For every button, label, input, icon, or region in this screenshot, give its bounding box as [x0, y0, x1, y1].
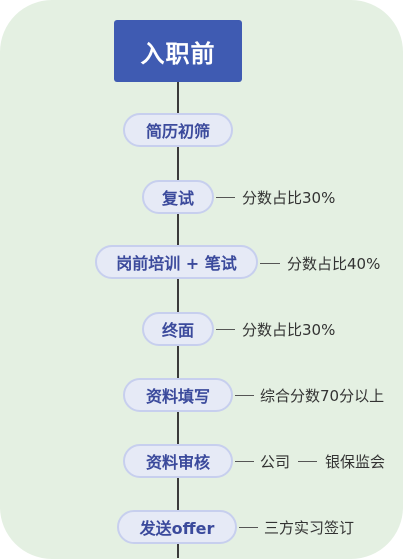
- step-note-second-interview: 分数占比30%: [242, 189, 336, 207]
- step-note-final-interview: 分数占比30%: [242, 321, 336, 339]
- step-note-send-offer: 三方实习签订: [264, 519, 355, 537]
- step-note-pre-job-training-exam: 分数占比40%: [287, 255, 381, 273]
- step-node-resume-screening[interactable]: 简历初筛: [123, 113, 233, 147]
- root-node[interactable]: 入职前: [114, 20, 242, 82]
- step-connector: [260, 263, 280, 264]
- sub-connector: [298, 461, 317, 462]
- step-node-send-offer[interactable]: 发送offer: [117, 510, 237, 544]
- step-node-document-review[interactable]: 资料审核: [123, 444, 233, 478]
- step-note-fill-in-documents: 综合分数70分以上: [260, 387, 385, 405]
- step-connector: [235, 461, 254, 462]
- step-node-final-interview[interactable]: 终面: [142, 312, 214, 346]
- step-connector: [239, 527, 258, 528]
- step-node-second-interview[interactable]: 复试: [142, 180, 214, 214]
- step-connector: [216, 197, 235, 198]
- step-connector: [235, 395, 254, 396]
- step-note-company: 公司: [260, 453, 291, 471]
- step-connector: [216, 329, 235, 330]
- step-node-pre-job-training-exam[interactable]: 岗前培训 + 笔试: [95, 245, 258, 279]
- step-node-fill-in-documents[interactable]: 资料填写: [123, 378, 233, 412]
- step-subnote-regulator: 银保监会: [325, 453, 386, 471]
